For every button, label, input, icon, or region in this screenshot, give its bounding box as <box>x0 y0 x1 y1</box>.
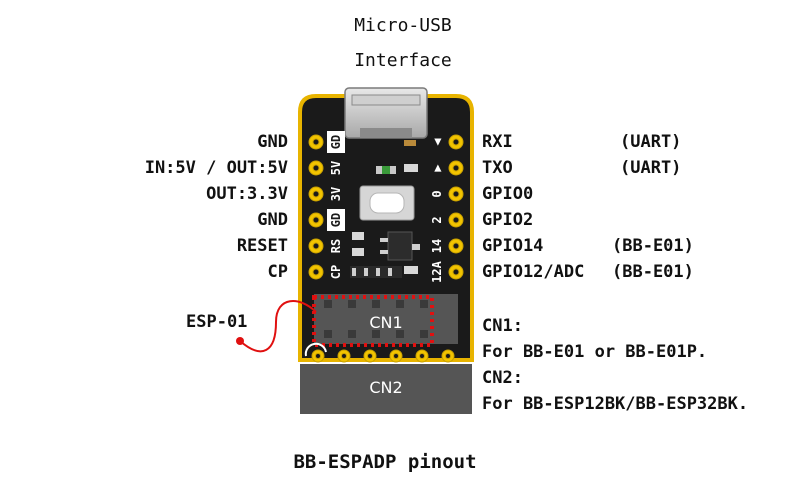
esp-01-label: ESP-01 <box>186 312 248 332</box>
board-right-mark-1: ◀ <box>430 138 444 146</box>
left-pin-gnd-1: GND <box>257 132 288 152</box>
bottom-pads <box>311 349 455 363</box>
left-pin-reset: RESET <box>236 236 288 256</box>
board-right-mark-3: 0 <box>430 190 444 198</box>
right-pads <box>448 134 464 280</box>
right-pin-gpio12-note: (BB-E01) <box>612 262 694 282</box>
micro-usb-connector <box>344 87 428 139</box>
board-left-mark-3: 3V <box>329 186 343 202</box>
right-pin-gpio12: GPIO12/ADC <box>482 262 585 282</box>
board-left-mark-1: GD <box>327 131 345 153</box>
esp-leader-line <box>239 300 317 353</box>
cn2-module <box>300 364 472 414</box>
right-pin-rxi-note: (UART) <box>620 132 682 152</box>
board-left-mark-2: 5V <box>329 160 343 176</box>
right-pin-rxi: RXI <box>482 132 513 152</box>
board-right-mark-4: 2 <box>430 216 444 224</box>
cn2-note-heading: CN2: <box>482 368 523 388</box>
cn1-note-heading: CN1: <box>482 316 523 336</box>
right-pin-gpio0: GPIO0 <box>482 184 534 204</box>
right-pin-txo: TXO <box>482 158 513 178</box>
board-right-mark-5: 14 <box>430 238 444 254</box>
board-right-mark-2: ▶ <box>430 164 444 172</box>
left-pin-3v3: OUT:3.3V <box>206 184 288 204</box>
cn1-highlight <box>312 295 434 347</box>
right-pin-gpio14: GPIO14 <box>482 236 544 256</box>
interface-label-line1: Micro-USB <box>354 15 452 36</box>
cn1-note-text: For BB-E01 or BB-E01P. <box>482 342 708 362</box>
cn1-label: CN1 <box>369 313 403 332</box>
right-pin-gpio2: GPIO2 <box>482 210 534 230</box>
board-left-mark-4: GD <box>327 209 345 231</box>
left-pin-cp: CP <box>267 262 288 282</box>
diagram-caption: BB-ESPADP pinout <box>293 451 477 473</box>
esp-leader-dot <box>236 337 244 345</box>
left-pin-gnd-2: GND <box>257 210 288 230</box>
left-pin-5v: IN:5V / OUT:5V <box>144 158 288 178</box>
board-left-mark-6: CP <box>329 264 343 280</box>
board-left-mark-5: RS <box>329 238 343 254</box>
cn2-note-text: For BB-ESP12BK/BB-ESP32BK. <box>482 394 749 414</box>
left-pads <box>308 134 324 280</box>
board-right-mark-6: 12A <box>430 261 444 283</box>
right-pin-gpio14-note: (BB-E01) <box>612 236 694 256</box>
smd-components <box>350 140 420 278</box>
right-pin-txo-note: (UART) <box>620 158 682 178</box>
interface-label-line2: Interface <box>354 50 452 71</box>
cn2-label: CN2 <box>369 378 403 397</box>
